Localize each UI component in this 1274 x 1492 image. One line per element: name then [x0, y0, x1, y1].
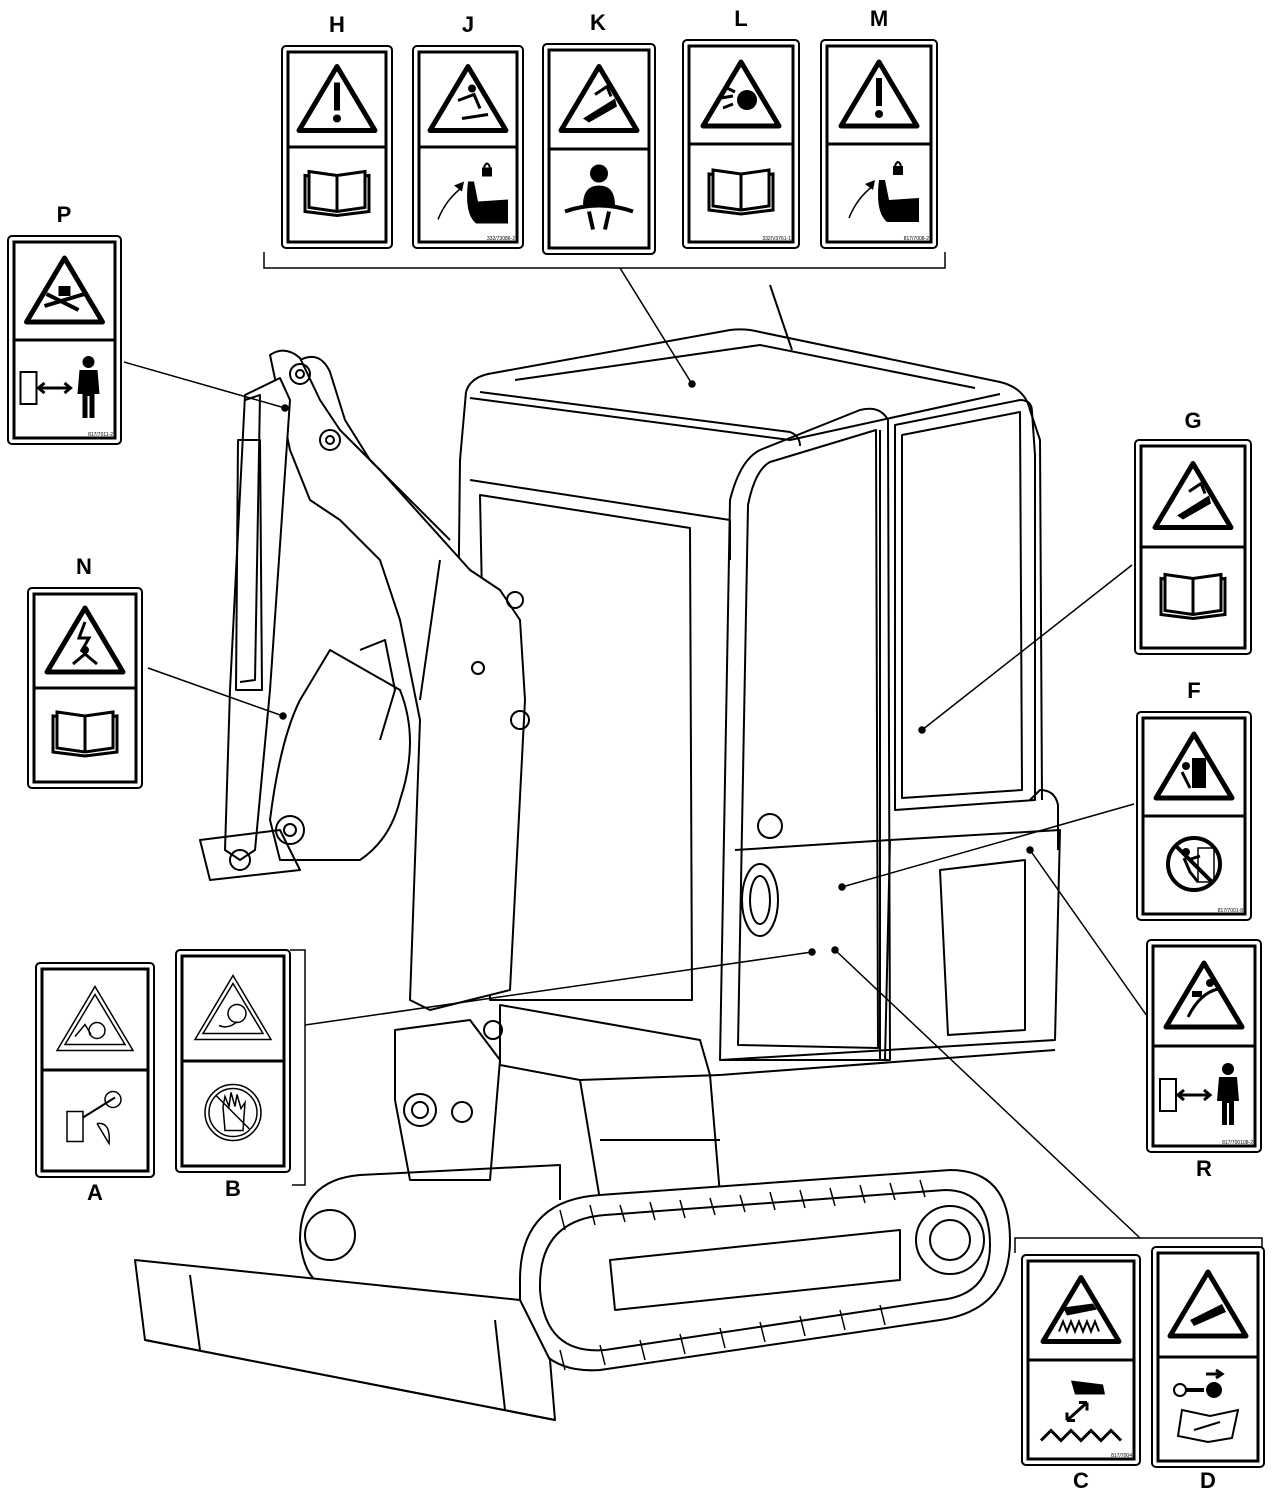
warning-triangle-icon [299, 67, 375, 131]
decal-label: F [1187, 678, 1200, 703]
decal-label: L [734, 6, 747, 31]
no-standing-icon [1166, 836, 1222, 892]
key-and-manual-icon [1173, 1368, 1240, 1444]
no-hands-icon [204, 1083, 262, 1142]
seatbelt-icon [564, 164, 634, 230]
decal-b: B [175, 949, 291, 1201]
decal-a: A [35, 962, 155, 1205]
excavator-illustration [134, 284, 1061, 1421]
decal-label: J [462, 12, 474, 37]
decal-c: C 817/7004 [1021, 1254, 1141, 1492]
decal-j: J 332/73086-2 [412, 12, 524, 249]
decal-label: P [57, 202, 72, 227]
manual-book-icon [707, 168, 775, 216]
keep-distance-icon [19, 356, 100, 418]
manual-book-icon [51, 710, 119, 758]
decal-g: G [1134, 408, 1252, 655]
tipover-icon [561, 67, 637, 131]
safety-decals: H J 332/73086-2 K L 332/V3761-1 M 817/7008-2 P 81… [7, 6, 1265, 1492]
crush-side-icon [1156, 734, 1232, 798]
lock-lever-icon [848, 161, 919, 222]
leader-lines [123, 252, 1263, 1253]
decal-part-number: 817/7004 [1111, 1453, 1132, 1459]
decal-part-number: 332/V3761-1 [762, 236, 791, 242]
decal-l: L 332/V3761-1 [682, 6, 800, 249]
decal-part-number: 332/73086-2 [487, 236, 515, 242]
manual-book-icon [303, 170, 371, 217]
decal-part-number: 817/7008-2 [904, 236, 930, 242]
entanglement-icon [193, 974, 273, 1041]
decal-part-number: 817/7011-2 [88, 432, 113, 438]
warning-triangle-icon [841, 62, 917, 126]
keep-hand-away-icon [1039, 1380, 1123, 1443]
decal-d: D [1151, 1246, 1265, 1492]
decal-label: D [1200, 1468, 1216, 1492]
decal-label: C [1073, 1468, 1089, 1492]
fan-hazard-icon [55, 985, 135, 1052]
decal-label: A [87, 1180, 103, 1205]
decal-r: R 817/700108-2 [1146, 939, 1262, 1181]
explosion-icon [703, 62, 779, 126]
electrocution-icon [47, 608, 123, 672]
manual-book-icon [1159, 573, 1227, 620]
decal-k: K [542, 10, 656, 255]
decal-label: B [225, 1176, 241, 1201]
decal-label: M [870, 6, 888, 31]
decal-f: F 817/7001-8 [1136, 678, 1252, 921]
swing-hazard-icon [1166, 963, 1242, 1027]
decal-label: H [329, 12, 345, 37]
keep-distance-icon [1159, 1063, 1239, 1125]
tipover-icon [1155, 464, 1231, 528]
decal-label: R [1196, 1156, 1212, 1181]
decal-label: G [1184, 408, 1201, 433]
fall-hazard-icon [430, 67, 506, 131]
hydraulic-injection-icon [1170, 1272, 1246, 1336]
lock-lever-icon [437, 162, 508, 224]
rotating-fan-icon [66, 1090, 122, 1146]
decal-label: K [590, 10, 606, 35]
decal-h: H [281, 12, 393, 249]
decal-n: N [27, 554, 143, 789]
decal-part-number: 817/700108-2 [1222, 1140, 1253, 1146]
decal-label: N [76, 554, 92, 579]
hot-surface-icon [1043, 1278, 1119, 1342]
crush-hazard-icon [27, 258, 103, 322]
decal-part-number: 817/7001-8 [1218, 908, 1244, 914]
decal-m: M 817/7008-2 [820, 6, 938, 249]
decal-p: P 817/7011-2 [7, 202, 122, 445]
